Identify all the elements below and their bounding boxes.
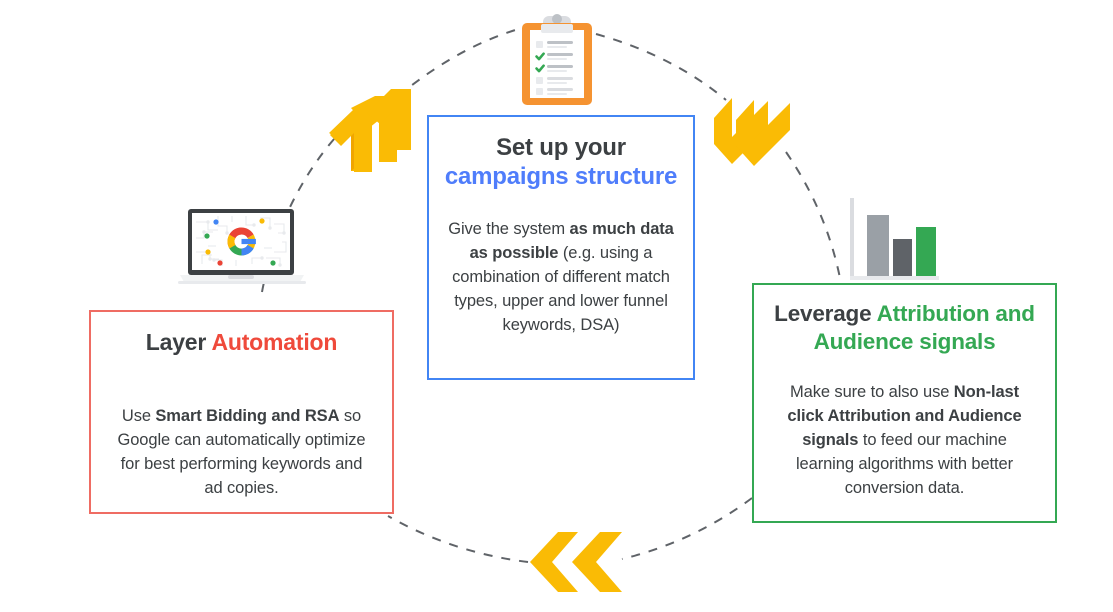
seg-1: Smart Bidding and RSA xyxy=(155,407,340,425)
seg-0: Make sure to also use xyxy=(789,383,954,401)
seg-2: so Google can automatically optimize for… xyxy=(117,407,366,497)
seg-1: as much data as possible xyxy=(469,220,674,262)
seg-2: to feed our machine learning algorithms … xyxy=(795,431,1013,497)
card-layer-automation[interactable]: Layer Automation Use Smart Bidding and R… xyxy=(89,310,394,514)
laptop-google-icon xyxy=(178,208,306,286)
seg-2: (e.g. using a combination of different m… xyxy=(452,244,670,334)
card-center-body: Give the system as much data as possible… xyxy=(441,217,681,337)
seg-0: Give the system xyxy=(448,220,570,238)
arc-right-bottom xyxy=(621,497,753,560)
card-right-body: Make sure to also use Non-last click Att… xyxy=(766,380,1043,500)
card-center-title-plain: Set up your xyxy=(496,134,626,161)
clipboard-checklist-icon xyxy=(519,12,595,107)
double-chevron-up-right-icon xyxy=(327,88,417,173)
double-chevron-down-right-icon xyxy=(708,88,800,175)
arc-top-right-out xyxy=(595,33,727,101)
arc-top-left-in xyxy=(397,27,523,97)
card-left-title: Layer Automation xyxy=(103,328,380,356)
double-chevron-left-icon xyxy=(528,528,626,596)
card-right-title-plain: Leverage xyxy=(774,301,877,326)
card-left-title-accent: Automation xyxy=(211,329,338,355)
seg-1: Non-last click Attribution and Audience … xyxy=(787,383,1022,449)
bar-chart-icon xyxy=(847,196,939,284)
card-campaigns-structure[interactable]: Set up your campaigns structure Give the… xyxy=(427,115,695,380)
card-right-title-accent: Attribution and Audience signals xyxy=(813,301,1035,354)
card-center-title-accent: campaigns structure xyxy=(444,163,678,190)
arc-left-bottom xyxy=(387,515,529,563)
card-center-title: Set up your campaigns structure xyxy=(441,133,681,191)
seg-0: Use xyxy=(121,407,156,425)
card-left-title-plain: Layer xyxy=(145,329,212,355)
card-left-body: Use Smart Bidding and RSA so Google can … xyxy=(103,404,380,500)
card-right-title: Leverage Attribution and Audience signal… xyxy=(766,300,1043,356)
card-attribution-audience[interactable]: Leverage Attribution and Audience signal… xyxy=(752,283,1057,523)
